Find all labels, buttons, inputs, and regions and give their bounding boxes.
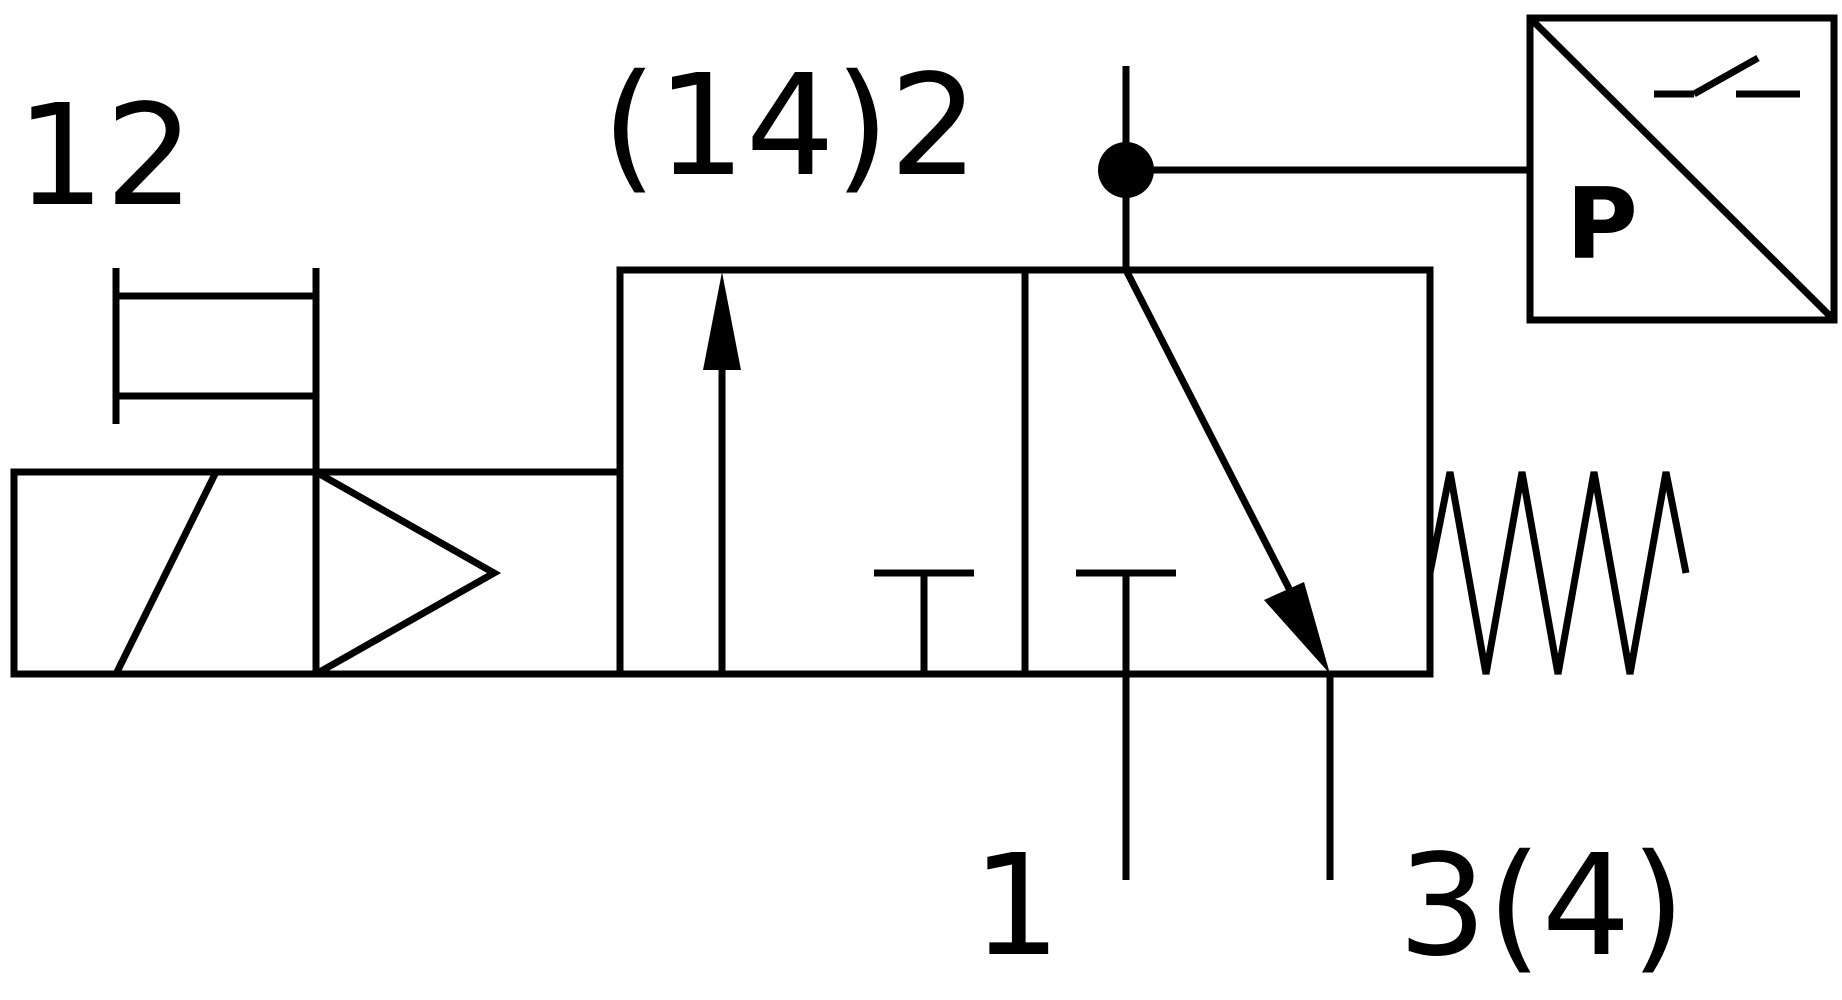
flow-arrow-icon xyxy=(703,272,741,674)
port-blocked-icon xyxy=(874,569,1176,674)
pilot-triangle-icon xyxy=(314,468,620,678)
solenoid-coil-icon xyxy=(10,468,320,678)
manual-override-icon xyxy=(112,268,320,472)
port-label-outlet: (14)2 xyxy=(602,45,978,208)
pressure-switch-letter: P xyxy=(1566,168,1638,282)
switch-contact-icon xyxy=(1654,54,1800,98)
port-label-exhaust: 3(4) xyxy=(1398,825,1685,988)
spring-return-icon xyxy=(1426,471,1690,675)
port-label-pilot: 12 xyxy=(16,75,194,238)
port-label-supply: 1 xyxy=(972,825,1061,988)
pressure-switch-icon: P xyxy=(1526,14,1838,324)
exhaust-flow-arrow-icon xyxy=(1122,268,1330,674)
valve-body xyxy=(616,266,1434,678)
